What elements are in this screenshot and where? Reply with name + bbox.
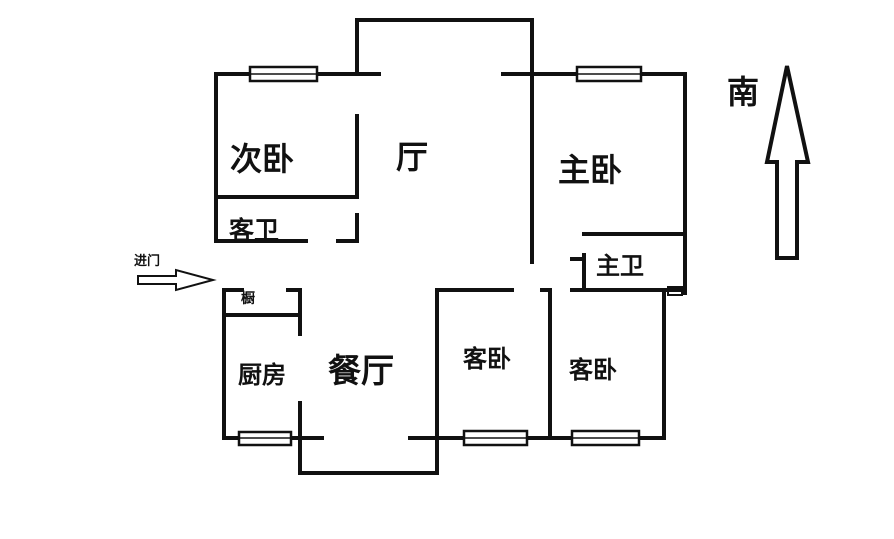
- window-guest-bedroom-right: [570, 429, 641, 447]
- room-label-kitchen: 厨房: [238, 361, 286, 389]
- room-label-guest-bathroom: 客卫: [229, 216, 279, 245]
- room-label-master-bedroom: 主卧: [558, 151, 622, 189]
- room-label-guest-bedroom-right: 客卧: [569, 356, 617, 384]
- windows: [237, 65, 643, 447]
- window-guest-bedroom-left: [462, 429, 529, 447]
- room-label-living-room: 厅: [396, 138, 428, 176]
- window-kitchen: [237, 430, 293, 447]
- room-label-second-bedroom: 次卧: [230, 140, 294, 178]
- south-arrow-icon: [764, 65, 811, 260]
- room-label-cabinet: 橱: [241, 290, 255, 307]
- window-second-bedroom: [248, 65, 319, 83]
- window-master-bedroom: [575, 65, 643, 83]
- room-label-guest-bedroom-left: 客卧: [463, 345, 511, 373]
- compass-label: 南: [727, 73, 759, 111]
- entrance-arrow-icon: [137, 268, 217, 292]
- walls: [214, 18, 687, 475]
- room-label-dining-room: 餐厅: [328, 351, 394, 390]
- entrance-label: 进门: [134, 253, 160, 269]
- room-label-master-bathroom: 主卫: [596, 252, 644, 280]
